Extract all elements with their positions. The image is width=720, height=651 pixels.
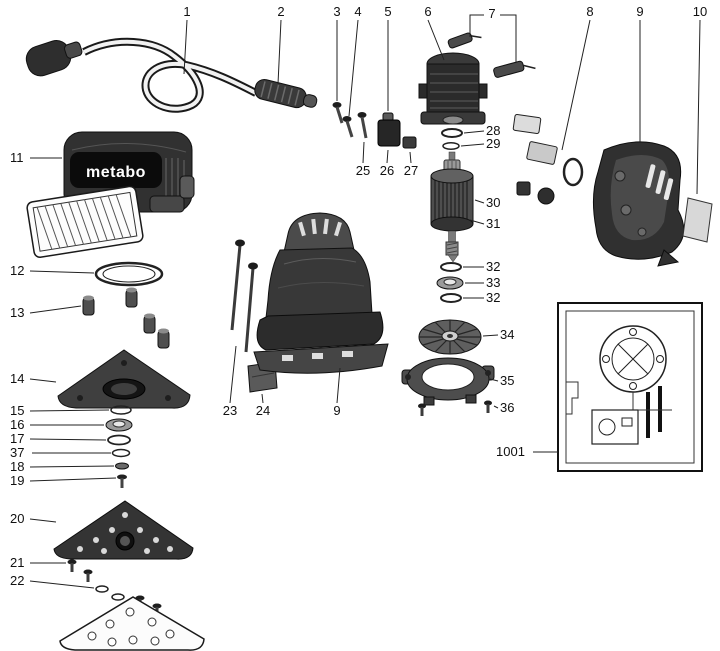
- part-power-cord: [25, 37, 258, 113]
- part-stator: [418, 52, 488, 125]
- callout-13: 13: [10, 305, 24, 320]
- callout-9b: 9: [333, 403, 340, 418]
- callout-23: 23: [223, 403, 237, 418]
- part-screws-23: [230, 239, 258, 353]
- callout-34: 34: [500, 327, 514, 342]
- callout-30: 30: [486, 195, 500, 210]
- callout-8: 8: [586, 4, 593, 19]
- callout-1: 1: [183, 4, 190, 19]
- callout-4: 4: [354, 4, 361, 19]
- callout-31: 31: [486, 216, 500, 231]
- callout-7: 7: [488, 6, 495, 21]
- part-bearing-bracket: [401, 357, 495, 406]
- callout-25: 25: [356, 163, 370, 178]
- callout-18: 18: [10, 459, 24, 474]
- callout-32b: 32: [486, 290, 500, 305]
- part-brush-holders: [512, 114, 584, 205]
- part-screws-36: [418, 400, 492, 416]
- part-cord-sleeve: [254, 78, 318, 109]
- leader-lines: [29, 14, 701, 589]
- callout-10: 10: [693, 4, 707, 19]
- part-switch-cluster: [357, 112, 417, 149]
- part-screws-21: [67, 559, 93, 582]
- callout-5: 5: [384, 4, 391, 19]
- callout-12: 12: [10, 263, 24, 278]
- callout-21: 21: [10, 555, 24, 570]
- callout-33: 33: [486, 275, 500, 290]
- callout-11: 11: [10, 150, 24, 165]
- brand-logo: metabo: [86, 164, 146, 181]
- part-nameplate: [682, 197, 713, 243]
- callout-19: 19: [10, 473, 24, 488]
- part-dust-filter: [26, 185, 144, 258]
- callout-32a: 32: [486, 259, 500, 274]
- part-sanding-plate-upper: [57, 349, 191, 409]
- callout-3: 3: [333, 4, 340, 19]
- callout-22: 22: [10, 573, 24, 588]
- callout-26: 26: [380, 163, 394, 178]
- callout-29: 29: [486, 136, 500, 151]
- part-screws-3-4: [332, 102, 354, 138]
- part-seal-ring: [94, 261, 164, 287]
- callout-9: 9: [636, 4, 643, 19]
- callout-28: 28: [486, 123, 500, 138]
- callout-2: 2: [277, 4, 284, 19]
- inset-schematic-1001: [557, 302, 703, 472]
- part-bearing-stack: [105, 405, 133, 488]
- callout-37: 37: [10, 445, 24, 460]
- part-washers-bearing-32-33: [436, 262, 464, 303]
- callout-20: 20: [10, 511, 24, 526]
- callout-16: 16: [10, 417, 24, 432]
- callout-17: 17: [10, 431, 24, 446]
- part-fan: [418, 319, 482, 355]
- part-pins: [82, 287, 170, 349]
- callout-36: 36: [500, 400, 514, 415]
- callout-27: 27: [404, 163, 418, 178]
- part-velcro-pad: [59, 596, 205, 651]
- callout-1001: 1001: [496, 444, 525, 459]
- part-washers-28-29: [441, 128, 463, 150]
- part-armature: [430, 151, 474, 263]
- part-housing-right: [592, 141, 685, 267]
- part-housing-main: [253, 212, 389, 374]
- callout-14: 14: [10, 371, 24, 386]
- callout-15: 15: [10, 403, 24, 418]
- part-carbon-brushes: [447, 32, 536, 78]
- callout-35: 35: [500, 373, 514, 388]
- callout-24: 24: [256, 403, 270, 418]
- part-sanding-plate-lower: [53, 500, 194, 560]
- callout-labels: 1 2 3 4 5 6 7 8 9 10 11 12 13 14 15 16 1…: [10, 4, 707, 588]
- callout-6: 6: [424, 4, 431, 19]
